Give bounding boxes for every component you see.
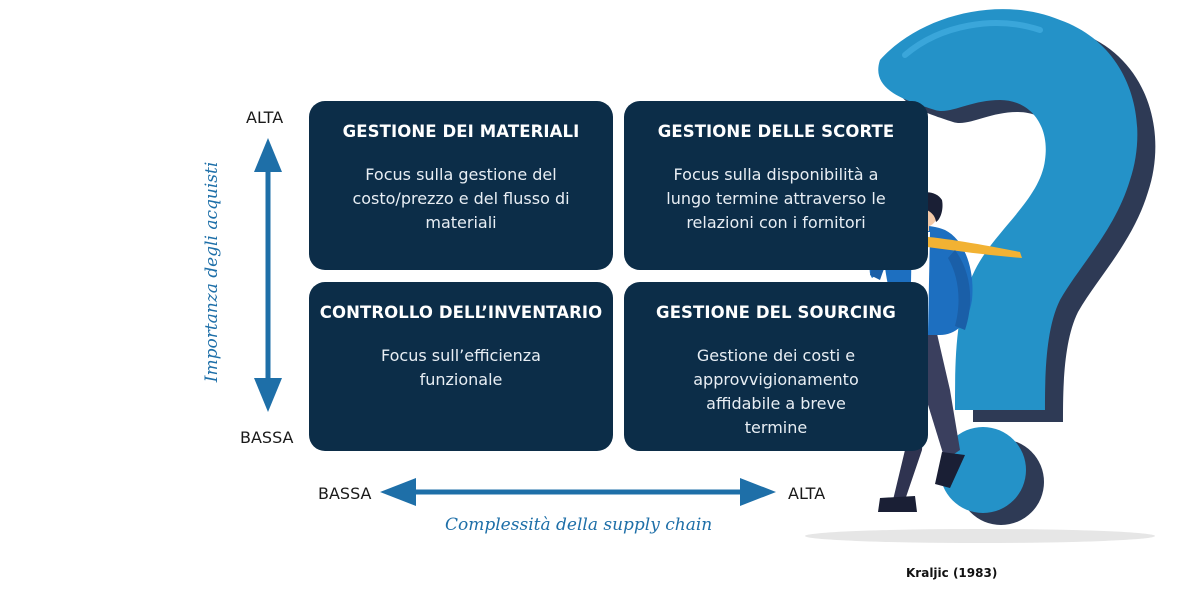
x-axis-low-label: BASSA [318,484,372,503]
quadrant-top-right: GESTIONE DELLE SCORTE Focus sulla dispon… [624,101,928,270]
y-axis-high-label: ALTA [246,108,284,127]
quadrant-title: GESTIONE DELLE SCORTE [657,122,895,141]
x-axis-arrow [380,478,776,506]
quadrant-description: Focus sull’efficienza funzionale [381,346,541,389]
quadrant-description: Focus sulla gestione del costo/prezzo e … [352,165,570,232]
quadrant-top-left: GESTIONE DEI MATERIALI Focus sulla gesti… [309,101,613,270]
quadrant-title: GESTIONE DEL SOURCING [656,303,896,322]
quadrant-title: CONTROLLO DELL’INVENTARIO [319,303,603,322]
y-axis-title: Importanza degli acquisti [202,161,222,383]
quadrant-description: Focus sulla disponibilità a lungo termin… [666,165,886,232]
x-axis-title: Complessità della supply chain [445,515,713,535]
y-axis-low-label: BASSA [240,428,294,447]
x-axis-high-label: ALTA [788,484,826,503]
quadrant-description: Gestione dei costi e approvvigionamento … [693,346,859,437]
quadrant-title: GESTIONE DEI MATERIALI [342,122,580,141]
quadrant-bottom-left: CONTROLLO DELL’INVENTARIO Focus sull’eff… [309,282,613,451]
source-citation: Kraljic (1983) [906,566,998,580]
y-axis-arrow [254,138,282,412]
quadrant-bottom-right: GESTIONE DEL SOURCING Gestione dei costi… [624,282,928,451]
